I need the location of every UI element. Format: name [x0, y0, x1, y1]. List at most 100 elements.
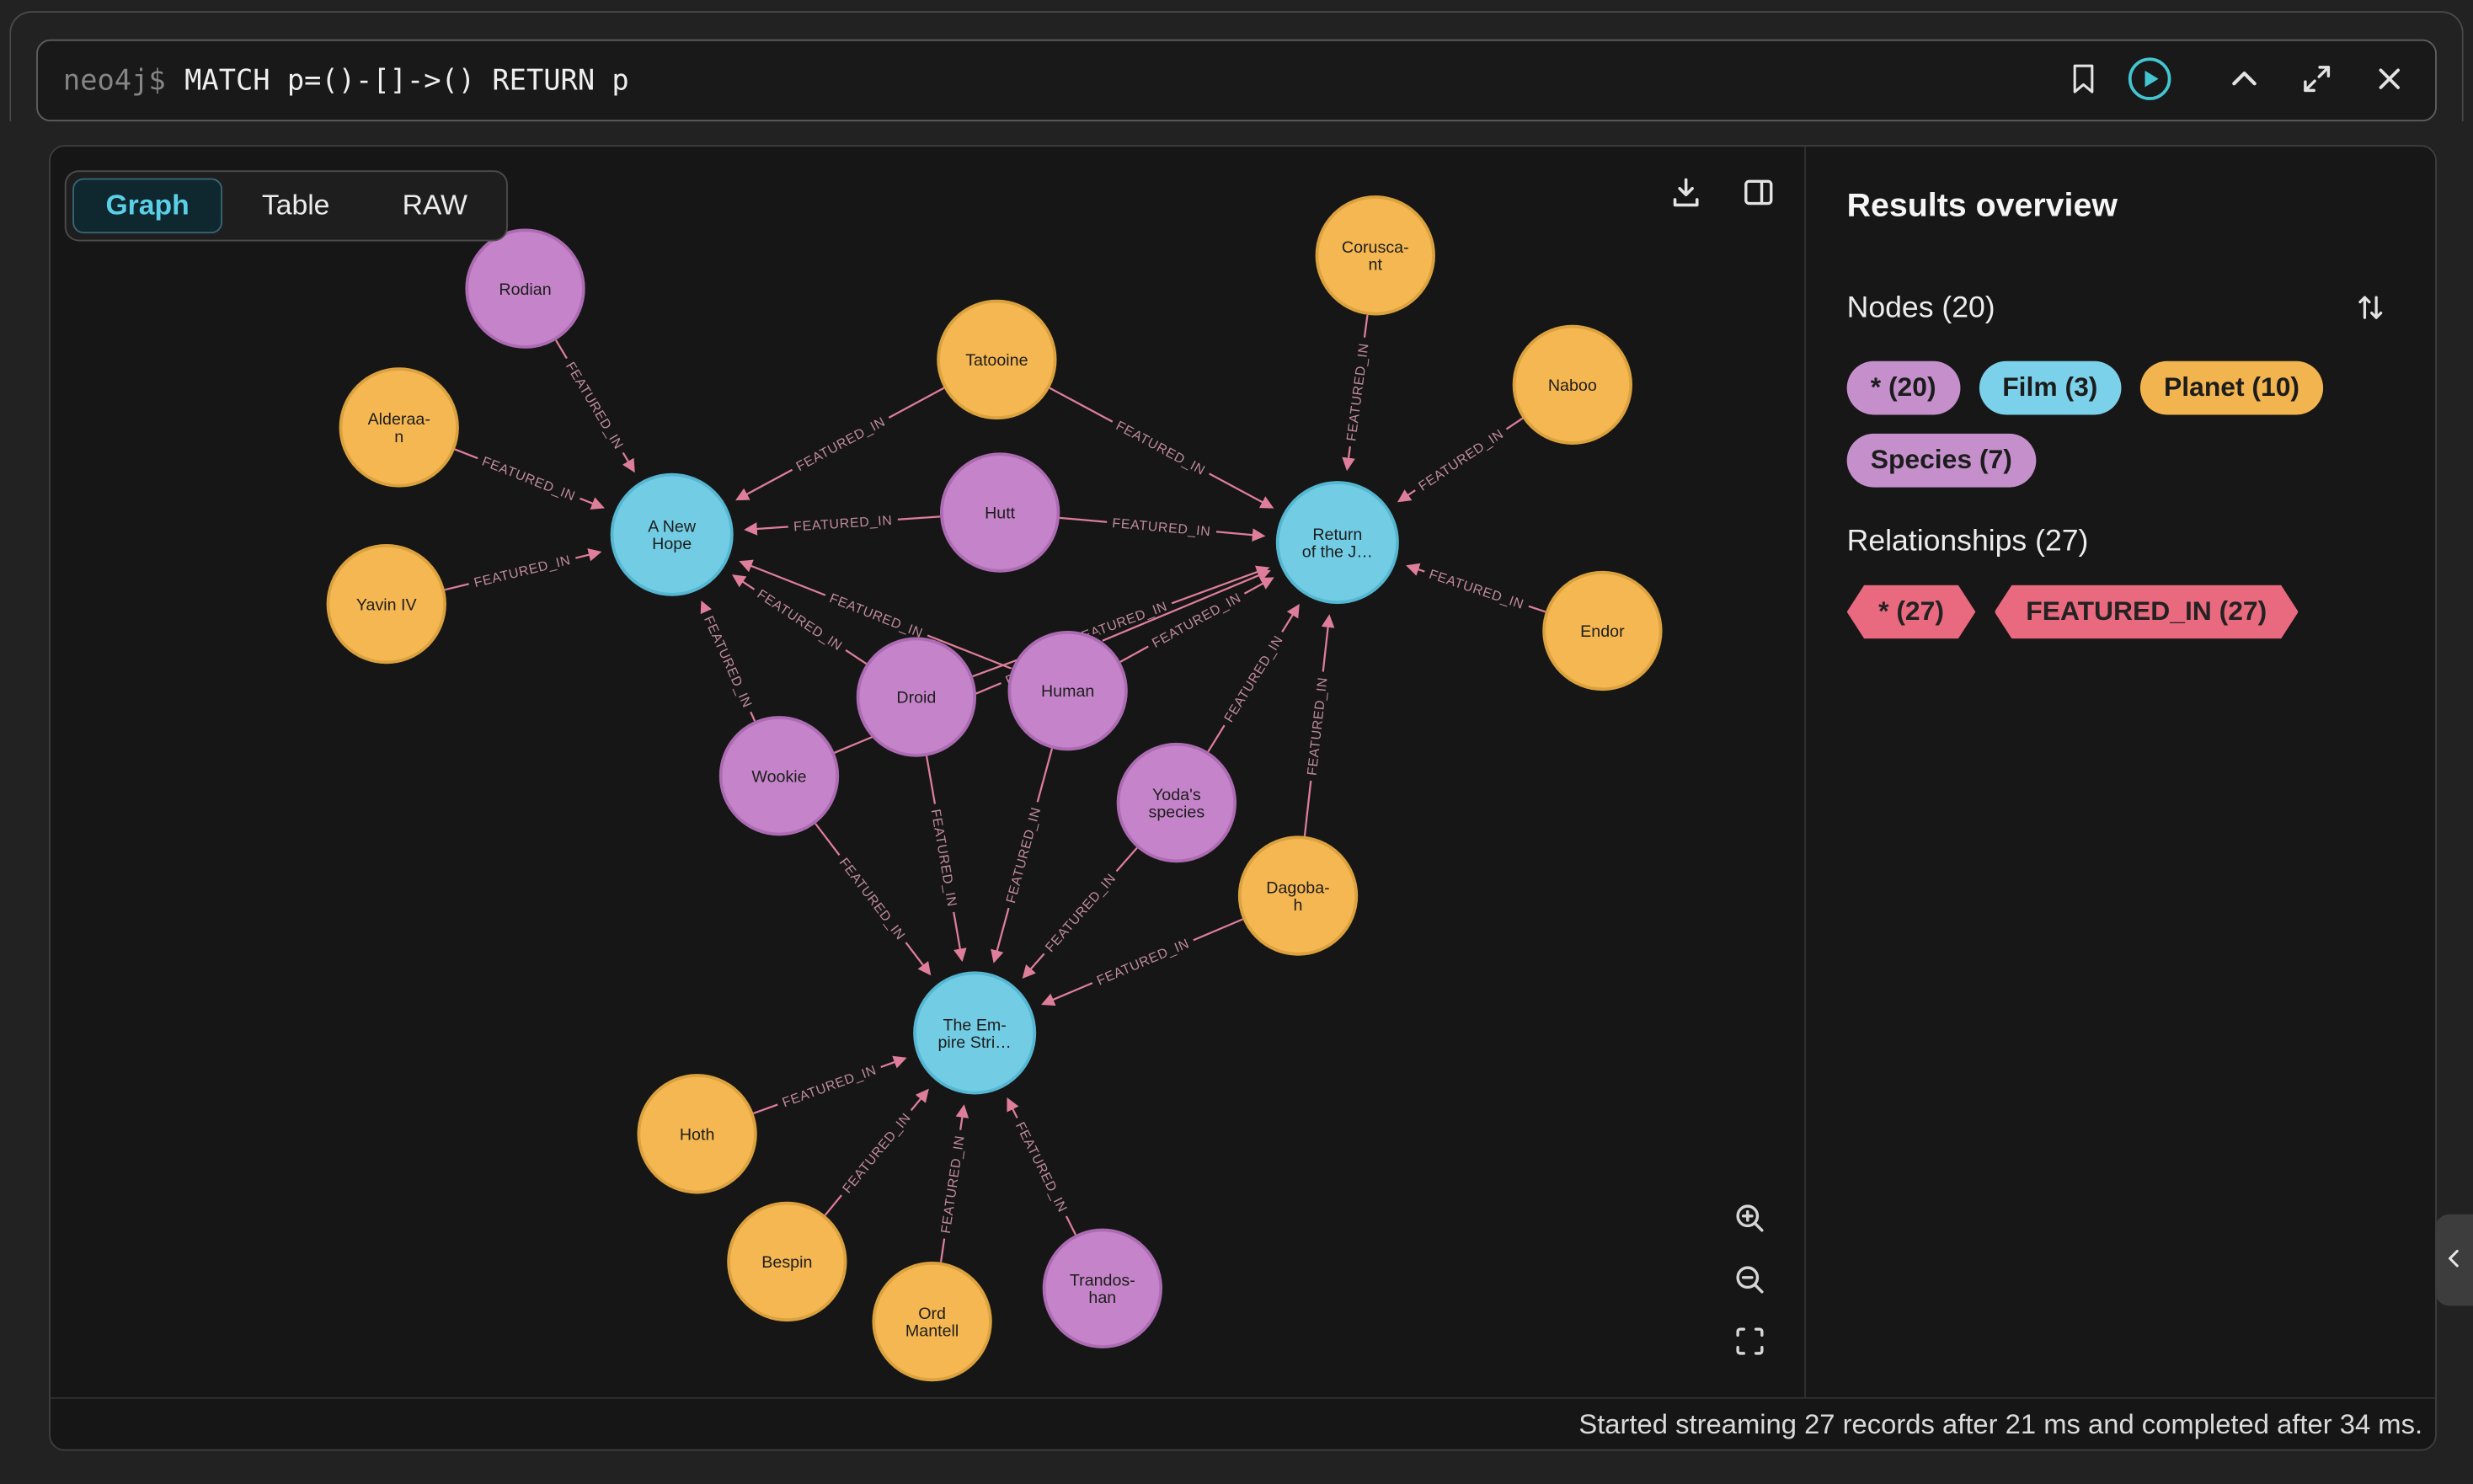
- graph-node-droid[interactable]: Droid: [856, 637, 977, 757]
- view-tabs: Graph Table RAW: [64, 170, 509, 242]
- sidebar-collapse-tab[interactable]: [2435, 1214, 2473, 1306]
- download-button[interactable]: [1659, 167, 1713, 221]
- svg-text:FEATURED_IN: FEATURED_IN: [827, 591, 925, 641]
- graph-edge-human-esb[interactable]: FEATURED_IN: [991, 748, 1054, 964]
- graph-edge-droid-esb[interactable]: FEATURED_IN: [925, 755, 967, 963]
- graph-edge-hutt-rotj[interactable]: FEATURED_IN: [1059, 512, 1266, 542]
- tab-raw[interactable]: RAW: [402, 189, 467, 222]
- graph-node-yavin[interactable]: Yavin IV: [326, 543, 446, 665]
- svg-text:FEATURED_IN: FEATURED_IN: [1043, 871, 1119, 955]
- graph-node-bespin[interactable]: Bespin: [727, 1201, 847, 1322]
- svg-text:FEATURED_IN: FEATURED_IN: [701, 614, 754, 710]
- zoom-in-icon: [1731, 1200, 1767, 1241]
- run-query-button[interactable]: [2123, 54, 2177, 108]
- bookmark-button[interactable]: [2057, 54, 2111, 108]
- svg-text:of the J…: of the J…: [1302, 543, 1373, 562]
- graph-node-dagobah[interactable]: Dagoba-h: [1237, 835, 1359, 956]
- graph-node-wookie[interactable]: Wookie: [718, 716, 840, 836]
- svg-text:A New: A New: [648, 518, 697, 536]
- graph-node-esb[interactable]: The Em-pire Stri…: [913, 971, 1037, 1095]
- svg-text:Rodian: Rodian: [499, 280, 551, 299]
- tab-table[interactable]: Table: [261, 189, 330, 222]
- sort-button[interactable]: [2343, 282, 2397, 336]
- svg-text:FEATURED_IN: FEATURED_IN: [794, 414, 889, 474]
- graph-edge-tatooine-rotj[interactable]: FEATURED_IN: [1049, 387, 1274, 509]
- graph-node-tatooine[interactable]: Tatooine: [937, 299, 1057, 420]
- graph-edge-wookie-esb[interactable]: FEATURED_IN: [815, 823, 932, 976]
- fit-to-view-button[interactable]: [1723, 1316, 1776, 1370]
- graph-edge-tatooine-anh[interactable]: FEATURED_IN: [735, 387, 945, 501]
- svg-text:h: h: [1294, 896, 1303, 915]
- svg-text:FEATURED_IN: FEATURED_IN: [1114, 419, 1208, 478]
- graph-node-alderaan[interactable]: Alderaa-n: [339, 367, 459, 488]
- rel-pill-all[interactable]: * (27): [1847, 585, 1976, 639]
- graph-node-trandoshan[interactable]: Trandos-han: [1042, 1228, 1162, 1348]
- graph-edge-hoth-esb[interactable]: FEATURED_IN: [753, 1055, 907, 1115]
- close-card-button[interactable]: [2363, 54, 2417, 108]
- svg-text:FEATURED_IN: FEATURED_IN: [1222, 633, 1286, 725]
- rel-pill-featured-in[interactable]: FEATURED_IN (27): [1995, 585, 2299, 639]
- svg-text:Mantell: Mantell: [905, 1322, 959, 1341]
- graph-toolbar: [1659, 167, 1786, 221]
- results-overview-panel: Results overview Nodes (20) * (20): [1804, 147, 2436, 1397]
- graph-edge-trandoshan-esb[interactable]: FEATURED_IN: [1007, 1097, 1077, 1236]
- zoom-out-icon: [1731, 1262, 1767, 1303]
- query-editor-bar[interactable]: neo4j$ MATCH p=()-[]->() RETURN p: [36, 39, 2437, 122]
- graph-canvas[interactable]: FEATURED_INFEATURED_INFEATURED_INFEATURE…: [51, 147, 1804, 1397]
- zoom-in-button[interactable]: [1723, 1193, 1776, 1247]
- svg-text:Yavin IV: Yavin IV: [356, 595, 418, 614]
- graph-edge-coruscant-rotj[interactable]: FEATURED_IN: [1340, 314, 1375, 472]
- graph-edge-ord-esb[interactable]: FEATURED_IN: [935, 1104, 970, 1262]
- node-pill-planet[interactable]: Planet (10): [2139, 360, 2324, 415]
- svg-text:han: han: [1088, 1289, 1116, 1307]
- collapse-card-button[interactable]: [2218, 54, 2272, 108]
- graph-node-rodian[interactable]: Rodian: [465, 228, 585, 349]
- graph-node-naboo[interactable]: Naboo: [1512, 324, 1632, 446]
- editor-query-input[interactable]: MATCH p=()-[]->() RETURN p: [184, 63, 629, 98]
- graph-edge-alderaan-anh[interactable]: FEATURED_IN: [454, 448, 605, 510]
- svg-text:FEATURED_IN: FEATURED_IN: [563, 360, 626, 452]
- graph-edge-hutt-anh[interactable]: FEATURED_IN: [744, 510, 941, 536]
- graph-edge-bespin-esb[interactable]: FEATURED_IN: [824, 1088, 929, 1216]
- relationships-section-head: Relationships (27): [1847, 526, 2397, 560]
- graph-edge-rodian-anh[interactable]: FEATURED_IN: [554, 339, 635, 473]
- graph-edge-wookie-anh[interactable]: FEATURED_IN: [697, 601, 760, 722]
- svg-text:FEATURED_IN: FEATURED_IN: [840, 1111, 914, 1197]
- graph-edge-naboo-rotj[interactable]: FEATURED_IN: [1397, 417, 1524, 503]
- node-pill-film[interactable]: Film (3): [1979, 360, 2122, 415]
- node-pill-species[interactable]: Species (7): [1846, 433, 2036, 488]
- editor-prompt: neo4j$: [62, 63, 166, 98]
- svg-text:FEATURED_IN: FEATURED_IN: [480, 455, 578, 504]
- zoom-out-button[interactable]: [1723, 1255, 1776, 1309]
- graph-edge-endor-rotj[interactable]: FEATURED_IN: [1406, 562, 1546, 616]
- sort-icon: [2353, 290, 2388, 329]
- svg-text:Naboo: Naboo: [1548, 376, 1597, 395]
- graph-node-endor[interactable]: Endor: [1542, 570, 1663, 691]
- graph-edge-droid-anh[interactable]: FEATURED_IN: [731, 574, 868, 665]
- graph-node-coruscant[interactable]: Corusca-nt: [1315, 195, 1435, 316]
- svg-text:Ord: Ord: [918, 1305, 946, 1323]
- tab-graph[interactable]: Graph: [72, 178, 223, 234]
- graph-node-hoth[interactable]: Hoth: [637, 1074, 757, 1194]
- graph-edge-dagobah-rotj[interactable]: FEATURED_IN: [1301, 614, 1335, 836]
- svg-text:FEATURED_IN: FEATURED_IN: [1095, 937, 1192, 989]
- play-icon: [2126, 55, 2173, 107]
- graph-node-human[interactable]: Human: [1007, 630, 1128, 751]
- graph-edge-yavin-anh[interactable]: FEATURED_IN: [444, 548, 602, 594]
- graph-node-hutt[interactable]: Hutt: [939, 452, 1060, 573]
- node-pill-all[interactable]: * (20): [1846, 360, 1960, 415]
- download-icon: [1667, 173, 1705, 216]
- svg-text:Hoth: Hoth: [680, 1125, 715, 1144]
- fullscreen-button[interactable]: [2290, 54, 2344, 108]
- side-panel-toggle-button[interactable]: [1732, 167, 1786, 221]
- graph-edge-yoda-esb[interactable]: FEATURED_IN: [1022, 846, 1138, 980]
- graph-edge-yoda-rotj[interactable]: FEATURED_IN: [1207, 603, 1300, 753]
- editor-actions: [2057, 54, 2417, 108]
